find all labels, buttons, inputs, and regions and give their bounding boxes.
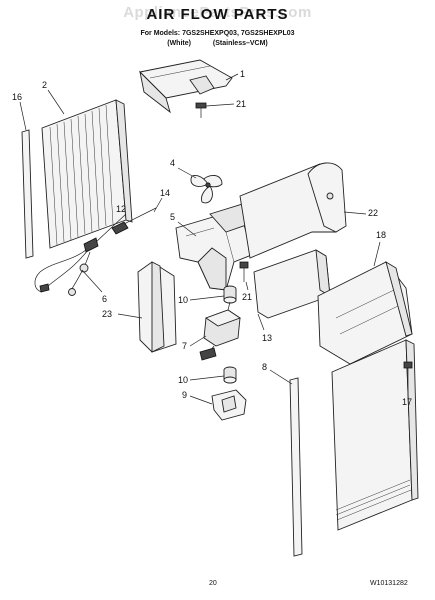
- part-12-6-wire-harness: [34, 237, 99, 296]
- part-2-motor-bracket: [211, 389, 247, 421]
- part-21-screw-middle: [239, 261, 249, 282]
- part-14-probe: [111, 207, 157, 235]
- callout-16: 16: [12, 92, 22, 102]
- variant-stainless: (Stainless–VCM): [212, 40, 268, 47]
- part-18-screw: [403, 361, 413, 380]
- callout-10a: 10: [178, 295, 188, 305]
- callout-22: 22: [368, 208, 378, 218]
- part-23-left-duct: [137, 261, 177, 353]
- diagram-title: AIR FLOW PARTS: [146, 6, 289, 23]
- callout-21b: 21: [242, 292, 252, 302]
- callout-17: 18: [376, 230, 386, 240]
- callout-6: 6: [102, 294, 107, 304]
- callout-4: 1: [240, 69, 245, 79]
- callout-21a: 21: [236, 99, 246, 109]
- callout-13: 13: [262, 333, 272, 343]
- part-8-fan-blade: [190, 175, 223, 204]
- callout-labels: 1 21 2 16 4 14 12 5 22 18 6 23 10 21 13 …: [12, 69, 412, 407]
- callout-7: 7: [182, 341, 187, 351]
- callout-9: 8: [262, 362, 267, 372]
- callout-2: 9: [182, 390, 187, 400]
- callout-1: 5: [170, 212, 175, 222]
- callout-14: 14: [160, 188, 170, 198]
- page-number: 20: [209, 580, 217, 587]
- callout-8: 4: [170, 158, 175, 168]
- part-7-fan-motor: [199, 301, 241, 361]
- part-9-strip: [289, 377, 303, 557]
- part-4-bracket: [139, 59, 233, 114]
- leader-lines: [19, 73, 409, 405]
- part-22-rear-duct: [239, 162, 347, 259]
- part-16-strip: [21, 129, 34, 259]
- model-variants: (White) (Stainless–VCM): [0, 40, 435, 47]
- document-id: W10131282: [370, 580, 408, 587]
- part-17-front-cover: [317, 261, 419, 531]
- part-5-grille-panel: [41, 99, 133, 249]
- callout-5: 2: [42, 80, 47, 90]
- part-21-screw-top: [195, 102, 207, 118]
- callout-18: 17: [402, 397, 412, 407]
- watermark: AppliancePartsPros.com: [123, 4, 312, 21]
- callout-12: 12: [116, 204, 126, 214]
- model-list: For Models: 7GS2SHEXPQ03, 7GS2SHEXPL03: [140, 30, 295, 37]
- callout-23: 23: [102, 309, 112, 319]
- part-10-grommet-lower: [223, 366, 237, 384]
- callout-10b: 10: [178, 375, 188, 385]
- part-13-duct-cover: [253, 249, 331, 319]
- variant-white: (White): [167, 40, 191, 47]
- part-10-grommet-upper: [223, 285, 237, 304]
